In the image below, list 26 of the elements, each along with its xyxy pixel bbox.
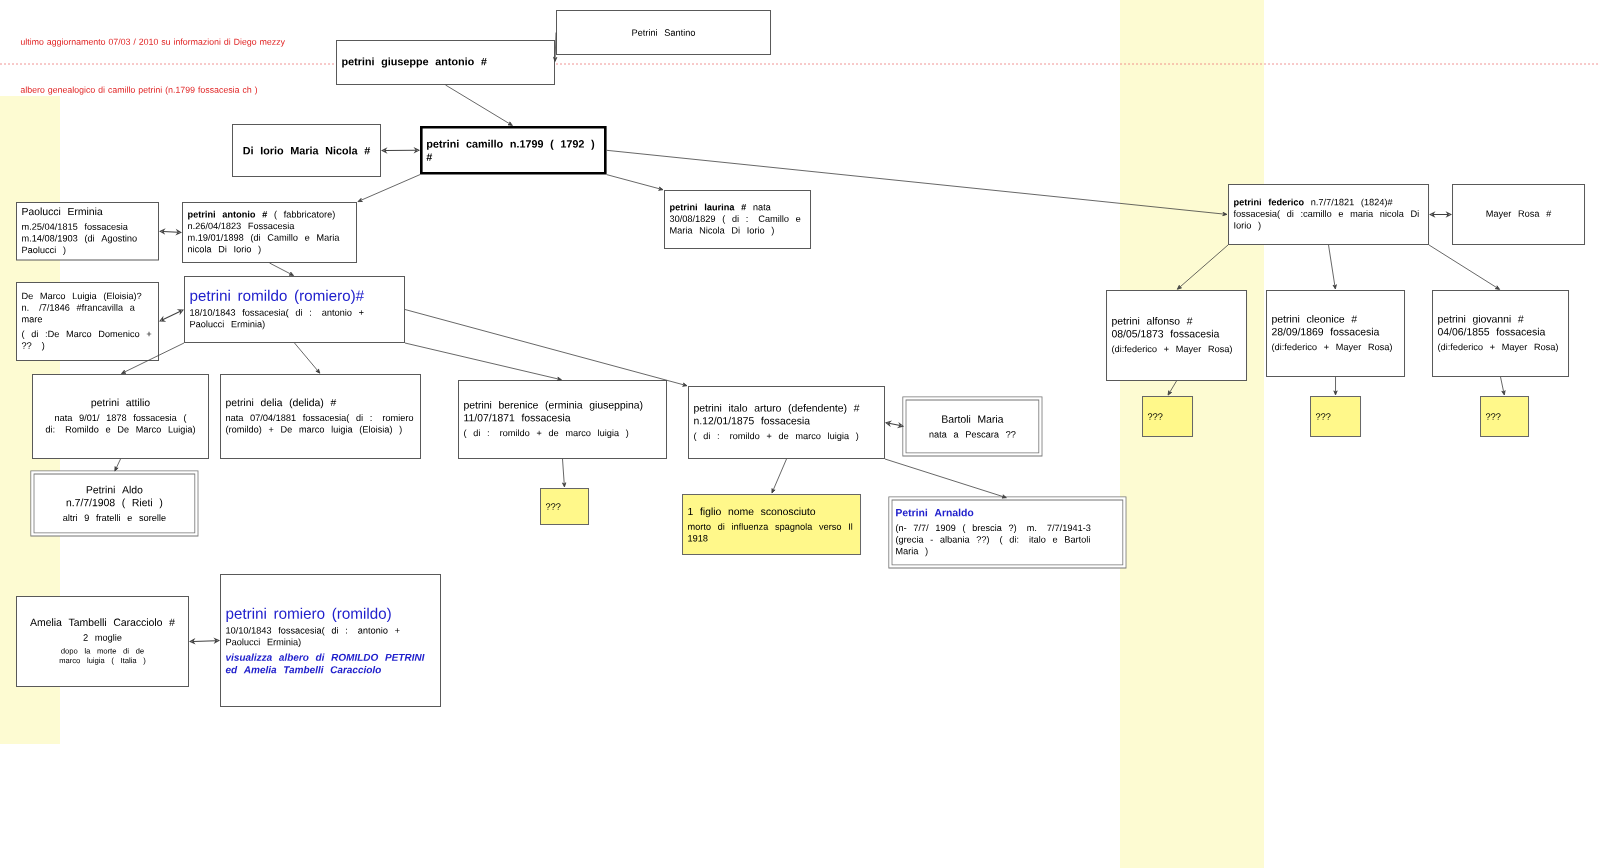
arrow	[445, 84, 513, 126]
arrow	[121, 342, 185, 374]
double-arrow	[381, 147, 420, 153]
arrow	[294, 342, 321, 374]
double-arrow	[159, 309, 184, 322]
arrow	[884, 458, 1007, 499]
arrow	[1167, 380, 1177, 396]
arrow	[606, 149, 1228, 217]
double-arrow	[885, 421, 904, 428]
arrow	[1328, 244, 1337, 290]
arrow	[562, 458, 567, 488]
double-arrow	[159, 229, 182, 235]
arrow	[771, 458, 787, 494]
arrow	[1333, 376, 1338, 396]
arrow	[404, 342, 562, 381]
arrow	[357, 174, 421, 202]
double-arrow	[1429, 212, 1452, 217]
arrow	[114, 458, 121, 472]
arrow	[1176, 244, 1229, 290]
arrow	[269, 262, 294, 276]
arrow	[1500, 376, 1506, 396]
double-arrow	[189, 638, 220, 644]
arrow	[404, 309, 688, 387]
arrow	[553, 32, 558, 62]
arrow	[606, 174, 664, 191]
arrow	[1428, 244, 1500, 290]
